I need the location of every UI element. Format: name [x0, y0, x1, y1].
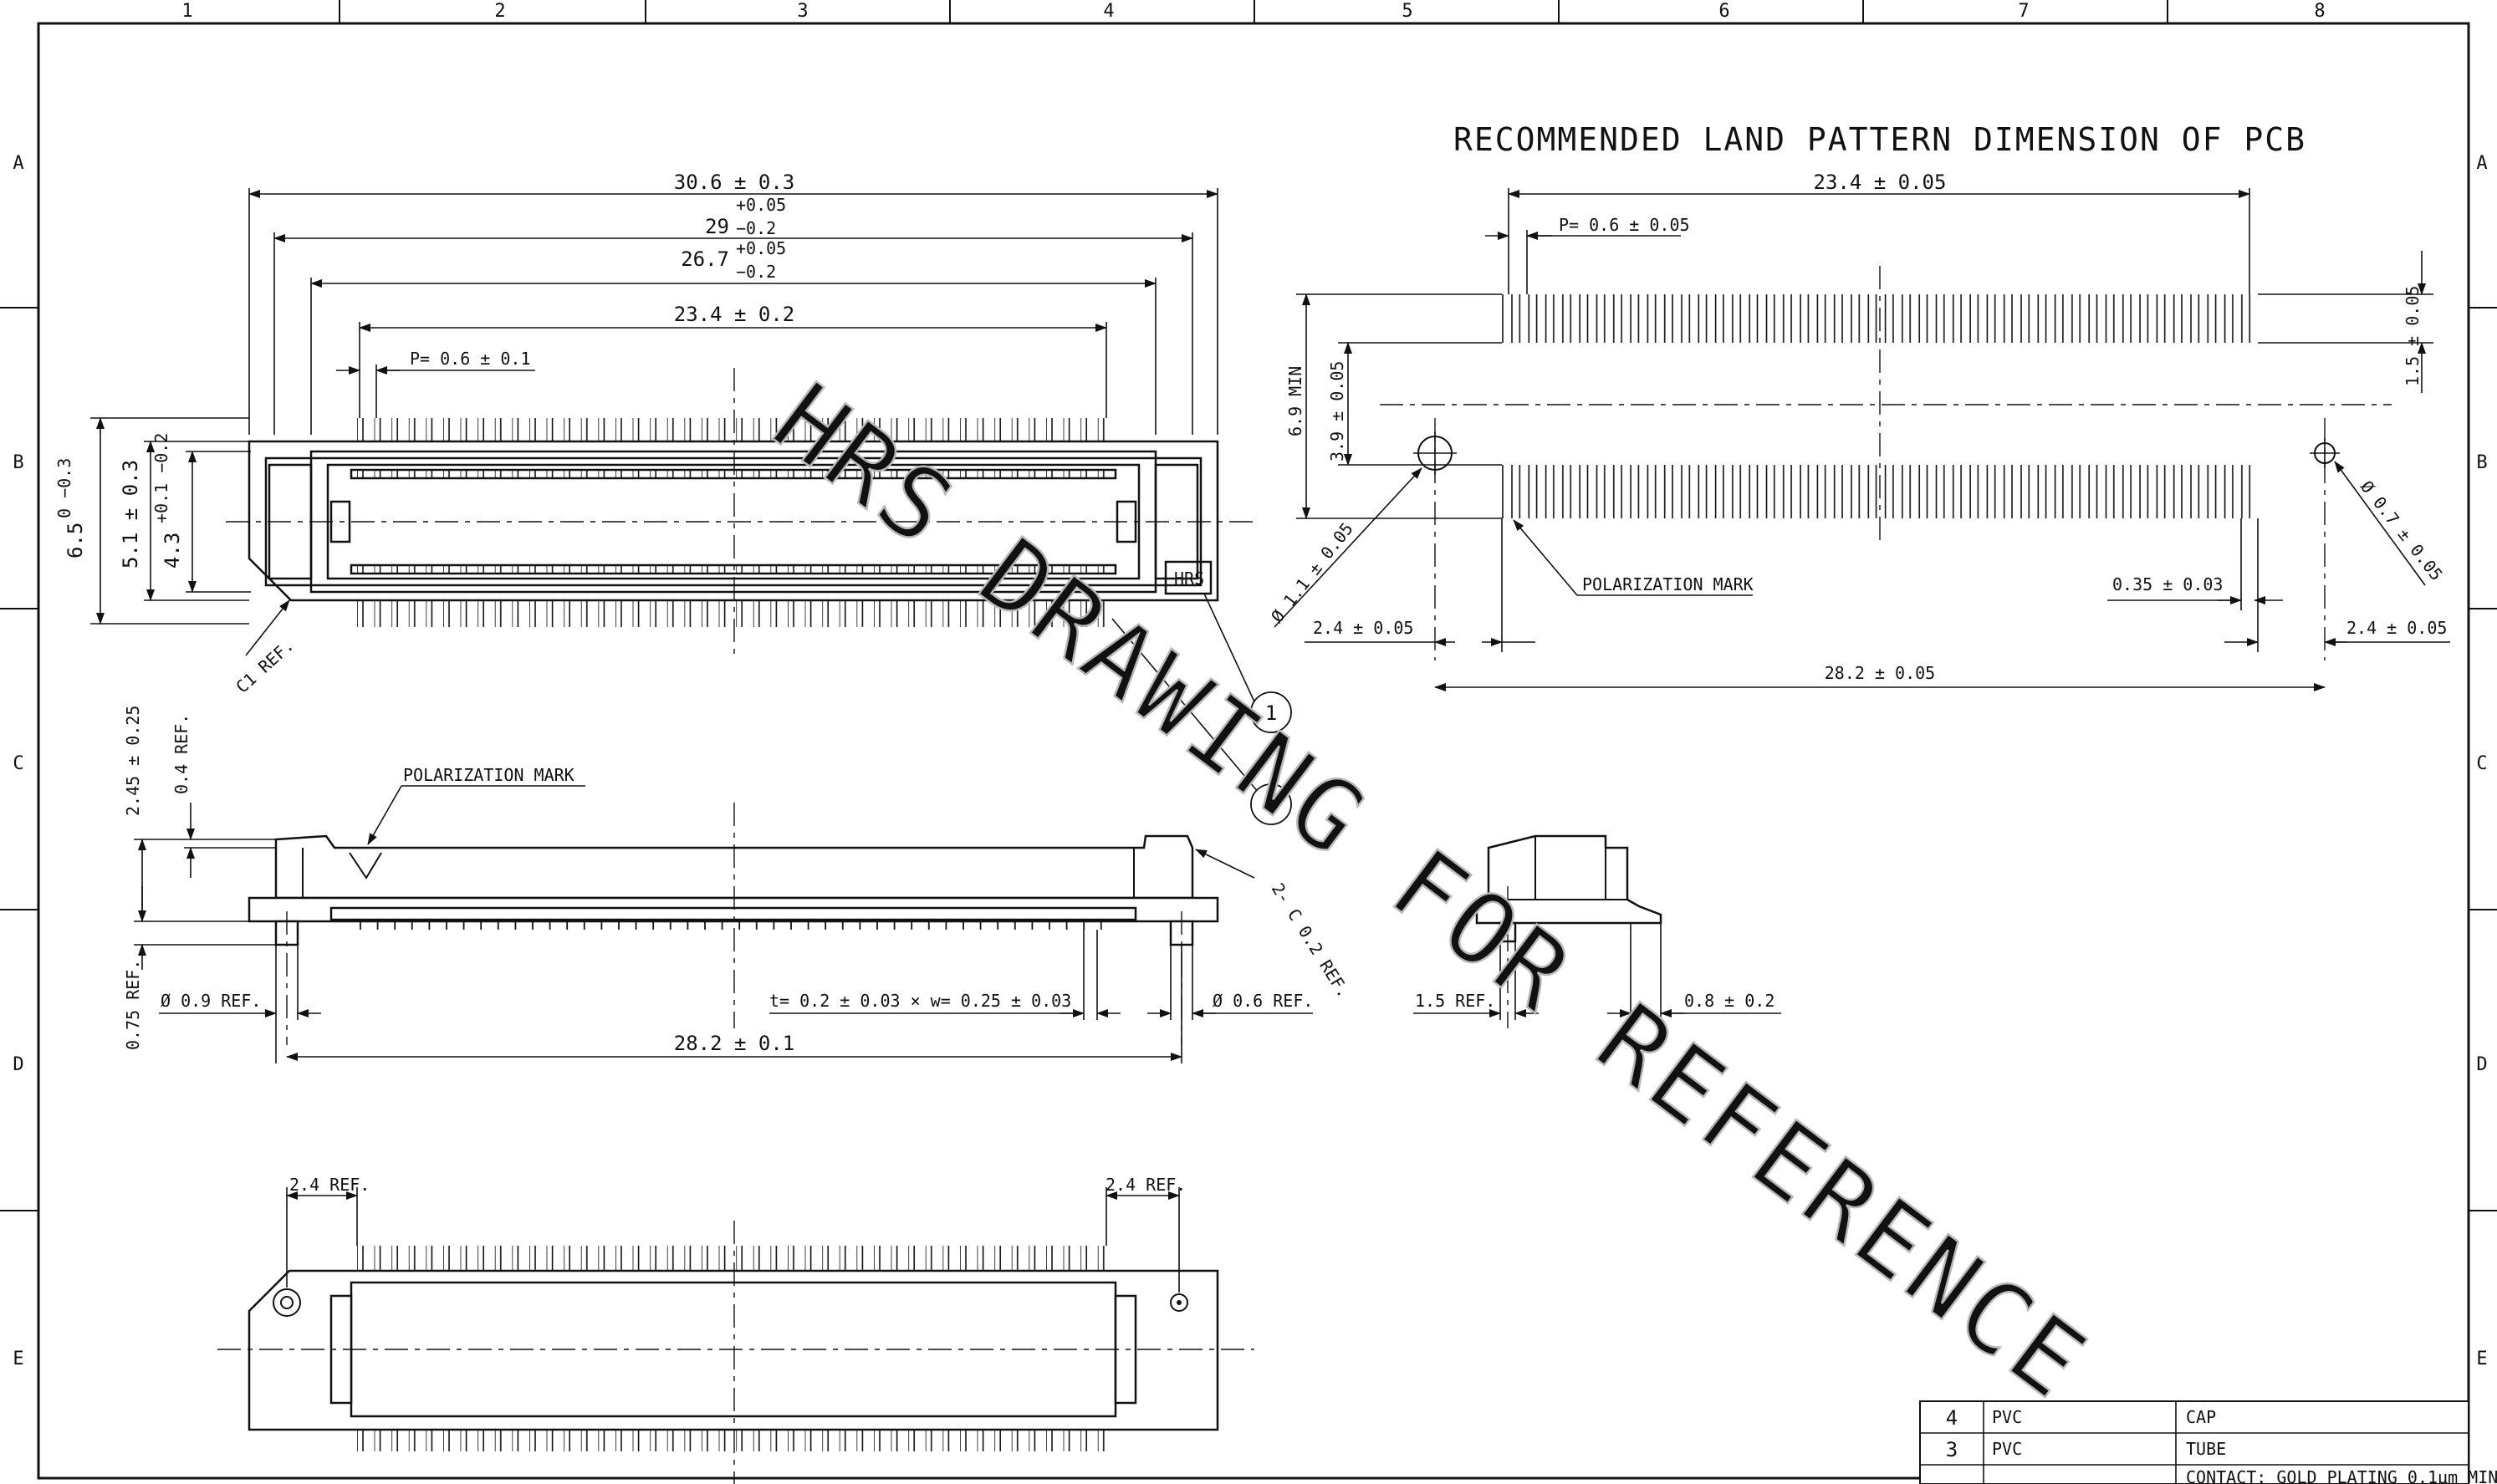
- callout-1-balloon: [1250, 691, 1292, 733]
- row-label: D: [2476, 1054, 2487, 1075]
- column-label: 3: [797, 1, 808, 22]
- row-label: C: [13, 753, 23, 774]
- bom-row-material: PVC: [1992, 1439, 2022, 1459]
- hrs-logo: HRS: [1174, 569, 1204, 589]
- bom-row-part: CONTACT: GOLD PLATING 0.1μm MIN: [2186, 1467, 2497, 1484]
- connector-bottom-view: 2.4 REF. 2.4 REF.: [217, 1175, 1254, 1484]
- pcb-land-pattern: RECOMMENDED LAND PATTERN DIMENSION OF PC…: [1267, 121, 2450, 691]
- row-label: C: [2476, 753, 2487, 774]
- column-label: 1: [181, 1, 192, 22]
- pcb-dim-pad-length: 1.5 ± 0.05: [2403, 286, 2423, 386]
- bom-row-part: CAP: [2186, 1407, 2216, 1427]
- row-label: B: [2476, 452, 2487, 473]
- side-dim-contact: t= 0.2 ± 0.03 × w= 0.25 ± 0.03: [769, 991, 1071, 1011]
- end-dim-0-8: 0.8 ± 0.2: [1684, 991, 1774, 1011]
- side-dim-chamfer: 2- C 0.2 REF.: [1268, 880, 1354, 1001]
- column-label: 6: [1718, 1, 1729, 22]
- dim-29-tol-down: −0.2: [736, 218, 776, 238]
- bottom-boss-left: [273, 1288, 301, 1317]
- column-label: 7: [2018, 1, 2029, 22]
- connector-top-view: HRS 30.6 ±: [54, 171, 1292, 825]
- bottom-boss-right: [1170, 1293, 1188, 1312]
- pcb-dim-overall: 23.4 ± 0.05: [1814, 171, 1947, 194]
- dim-overall-length: 30.6 ± 0.3: [674, 171, 795, 194]
- dim-height-4-3: 4.3: [161, 533, 184, 569]
- bottom-boss-left-inner: [280, 1296, 294, 1309]
- pcb-dim-hole-span: 28.2 ± 0.05: [1825, 663, 1935, 683]
- frame-grid-ticks: [0, 0, 2497, 1211]
- side-dim-span: 28.2 ± 0.1: [674, 1032, 795, 1055]
- pcb-dim-height-min: 6.9 MIN: [1285, 366, 1305, 436]
- pcb-dim-pad-width: 0.35 ± 0.03: [2112, 574, 2223, 594]
- column-label: 2: [494, 1, 505, 22]
- pcb-title: RECOMMENDED LAND PATTERN DIMENSION OF PC…: [1453, 121, 2306, 158]
- column-label: 4: [1103, 1, 1114, 22]
- dim-26-7-tol-up: +0.05: [736, 238, 786, 258]
- pcb-dim-pitch: P= 0.6 ± 0.05: [1559, 215, 1690, 235]
- row-label: E: [13, 1349, 23, 1369]
- dim-29: 29: [705, 215, 729, 238]
- dim-height-4-3-tol: +0.1 −0.2: [151, 433, 171, 523]
- pcb-dim-edge-left: 2.4 ± 0.05: [1313, 618, 1413, 638]
- dim-chamfer-c1: C1 REF.: [232, 635, 298, 696]
- bill-of-materials: 4 PVC CAP 3 PVC TUBE CONTACT: GOLD PLATI…: [1919, 1400, 2497, 1484]
- side-dim-0-75: 0.75 REF.: [123, 960, 143, 1050]
- dim-height-5-1: 5.1 ± 0.3: [119, 460, 142, 569]
- side-polarization-mark: POLARIZATION MARK: [403, 765, 574, 785]
- bottom-dim-right: 2.4 REF.: [1106, 1175, 1186, 1195]
- pcb-dim-hole-right: Ø 0.7 ± 0.05: [2357, 477, 2447, 584]
- row-label: A: [2476, 153, 2487, 174]
- side-dim-boss: Ø 0.9 REF.: [161, 991, 261, 1011]
- pcb-dim-row-gap: 3.9 ± 0.05: [1327, 361, 1347, 462]
- dim-pin-span: 23.4 ± 0.2: [674, 303, 795, 326]
- column-labels: 1 2 3 4 5 6 7 8: [181, 1, 2325, 22]
- pcb-dim-hole-left: Ø 1.1 ± 0.05: [1267, 518, 1357, 626]
- row-labels: A B C D E A B C D E: [13, 153, 2487, 1369]
- bottom-boss-right-inner: [1177, 1300, 1182, 1305]
- dim-pitch: P= 0.6 ± 0.1: [410, 349, 531, 369]
- callout-2: 2: [1265, 793, 1277, 817]
- column-label: 5: [1402, 1, 1412, 22]
- pcb-dim-edge-right: 2.4 ± 0.05: [2346, 618, 2447, 638]
- dim-29-tol-up: +0.05: [736, 195, 786, 215]
- callout-1: 1: [1265, 701, 1277, 725]
- row-label: E: [2476, 1349, 2487, 1369]
- end-dim-1-5: 1.5 REF.: [1415, 991, 1495, 1011]
- side-dim-boss-2: Ø 0.6 REF.: [1213, 991, 1313, 1011]
- dim-height-6-5-tol: 0 −0.3: [54, 458, 74, 518]
- row-label: B: [13, 452, 23, 473]
- column-label: 8: [2314, 1, 2325, 22]
- row-label: D: [13, 1054, 23, 1075]
- bottom-dim-left: 2.4 REF.: [289, 1175, 370, 1195]
- dim-26-7: 26.7: [681, 247, 729, 271]
- dim-height-6-5: 6.5: [64, 523, 87, 558]
- connector-side-view: 2.45 ± 0.25 0.4 REF. POLARIZATION MARK 0…: [123, 706, 1354, 1063]
- row-label: A: [13, 153, 23, 174]
- side-dim-0-4: 0.4 REF.: [171, 714, 191, 794]
- dim-26-7-tol-down: −0.2: [736, 262, 776, 282]
- bom-row-number: 4: [1946, 1406, 1958, 1430]
- pcb-polarization-mark: POLARIZATION MARK: [1582, 574, 1754, 594]
- callout-2-balloon: [1250, 783, 1292, 825]
- side-dim-height: 2.45 ± 0.25: [123, 706, 143, 816]
- bom-row-part: TUBE: [2186, 1439, 2226, 1459]
- connector-end-view: 1.5 REF. 0.8 ± 0.2: [1413, 834, 1781, 1028]
- bom-row-number: 3: [1946, 1438, 1958, 1461]
- bom-row-material: PVC: [1992, 1407, 2022, 1427]
